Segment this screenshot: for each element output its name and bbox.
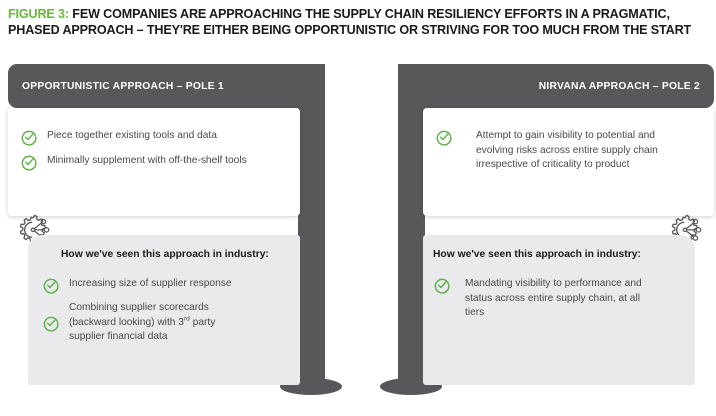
figure-number-label: FIGURE 3:	[8, 7, 69, 21]
check-circle-icon	[20, 128, 38, 146]
ordinal-suffix: rd	[183, 315, 190, 323]
list-item: Minimally supplement with off-the-shelf …	[20, 154, 292, 171]
list-item-text: Increasing size of supplier response	[69, 278, 232, 289]
list-item: Increasing size of supplier response	[42, 277, 292, 294]
list-item: Piece together existing tools and data	[20, 129, 288, 146]
figure-title: FIGURE 3: FEW COMPANIES ARE APPROACHING …	[8, 6, 708, 39]
pole-1-bottom-card-heading: How we've seen this approach in industry…	[61, 249, 269, 260]
list-item-text-part2: party supplier financial data	[69, 316, 216, 343]
list-item-text: Combining supplier scorecards (backward …	[69, 301, 215, 345]
list-item-text: Minimally supplement with off-the-shelf …	[47, 155, 247, 166]
pole-1-header-bar: OPPORTUNISTIC APPROACH – POLE 1	[8, 64, 325, 108]
pole-2-leg	[398, 64, 425, 389]
list-item: Combining supplier scorecards (backward …	[42, 301, 292, 345]
pole-2-header-label: NIRVANA APPROACH – POLE 2	[538, 80, 700, 92]
list-item: Attempt to gain visibility to potential …	[435, 129, 707, 173]
check-circle-icon	[20, 153, 38, 171]
pole-2-bottom-card-heading: How we've seen this approach in industry…	[433, 249, 641, 260]
pole-1-bottom-card: How we've seen this approach in industry…	[28, 235, 300, 385]
list-item-text: Piece together existing tools and data	[47, 130, 217, 141]
check-circle-icon	[42, 276, 60, 294]
pole-2-top-card: Attempt to gain visibility to potential …	[423, 108, 714, 216]
pole-1-top-card: Piece together existing tools and data M…	[8, 108, 300, 216]
pole-2-bottom-card: How we've seen this approach in industry…	[423, 235, 695, 385]
check-circle-icon	[433, 276, 451, 294]
figure-headline: FEW COMPANIES ARE APPROACHING THE SUPPLY…	[8, 7, 692, 38]
pole-2-header-bar: NIRVANA APPROACH – POLE 2	[398, 64, 714, 108]
list-item-text: Attempt to gain visibility to potential …	[476, 130, 658, 170]
pole-1-header-label: OPPORTUNISTIC APPROACH – POLE 1	[22, 80, 224, 92]
check-circle-icon	[435, 128, 453, 146]
list-item-text-part1: Combining supplier scorecards (backward …	[69, 302, 209, 328]
list-item-text: Mandating visibility to performance and …	[465, 278, 642, 318]
pole-1-leg	[298, 64, 325, 389]
list-item: Mandating visibility to performance and …	[433, 277, 691, 321]
check-circle-icon	[42, 314, 60, 332]
